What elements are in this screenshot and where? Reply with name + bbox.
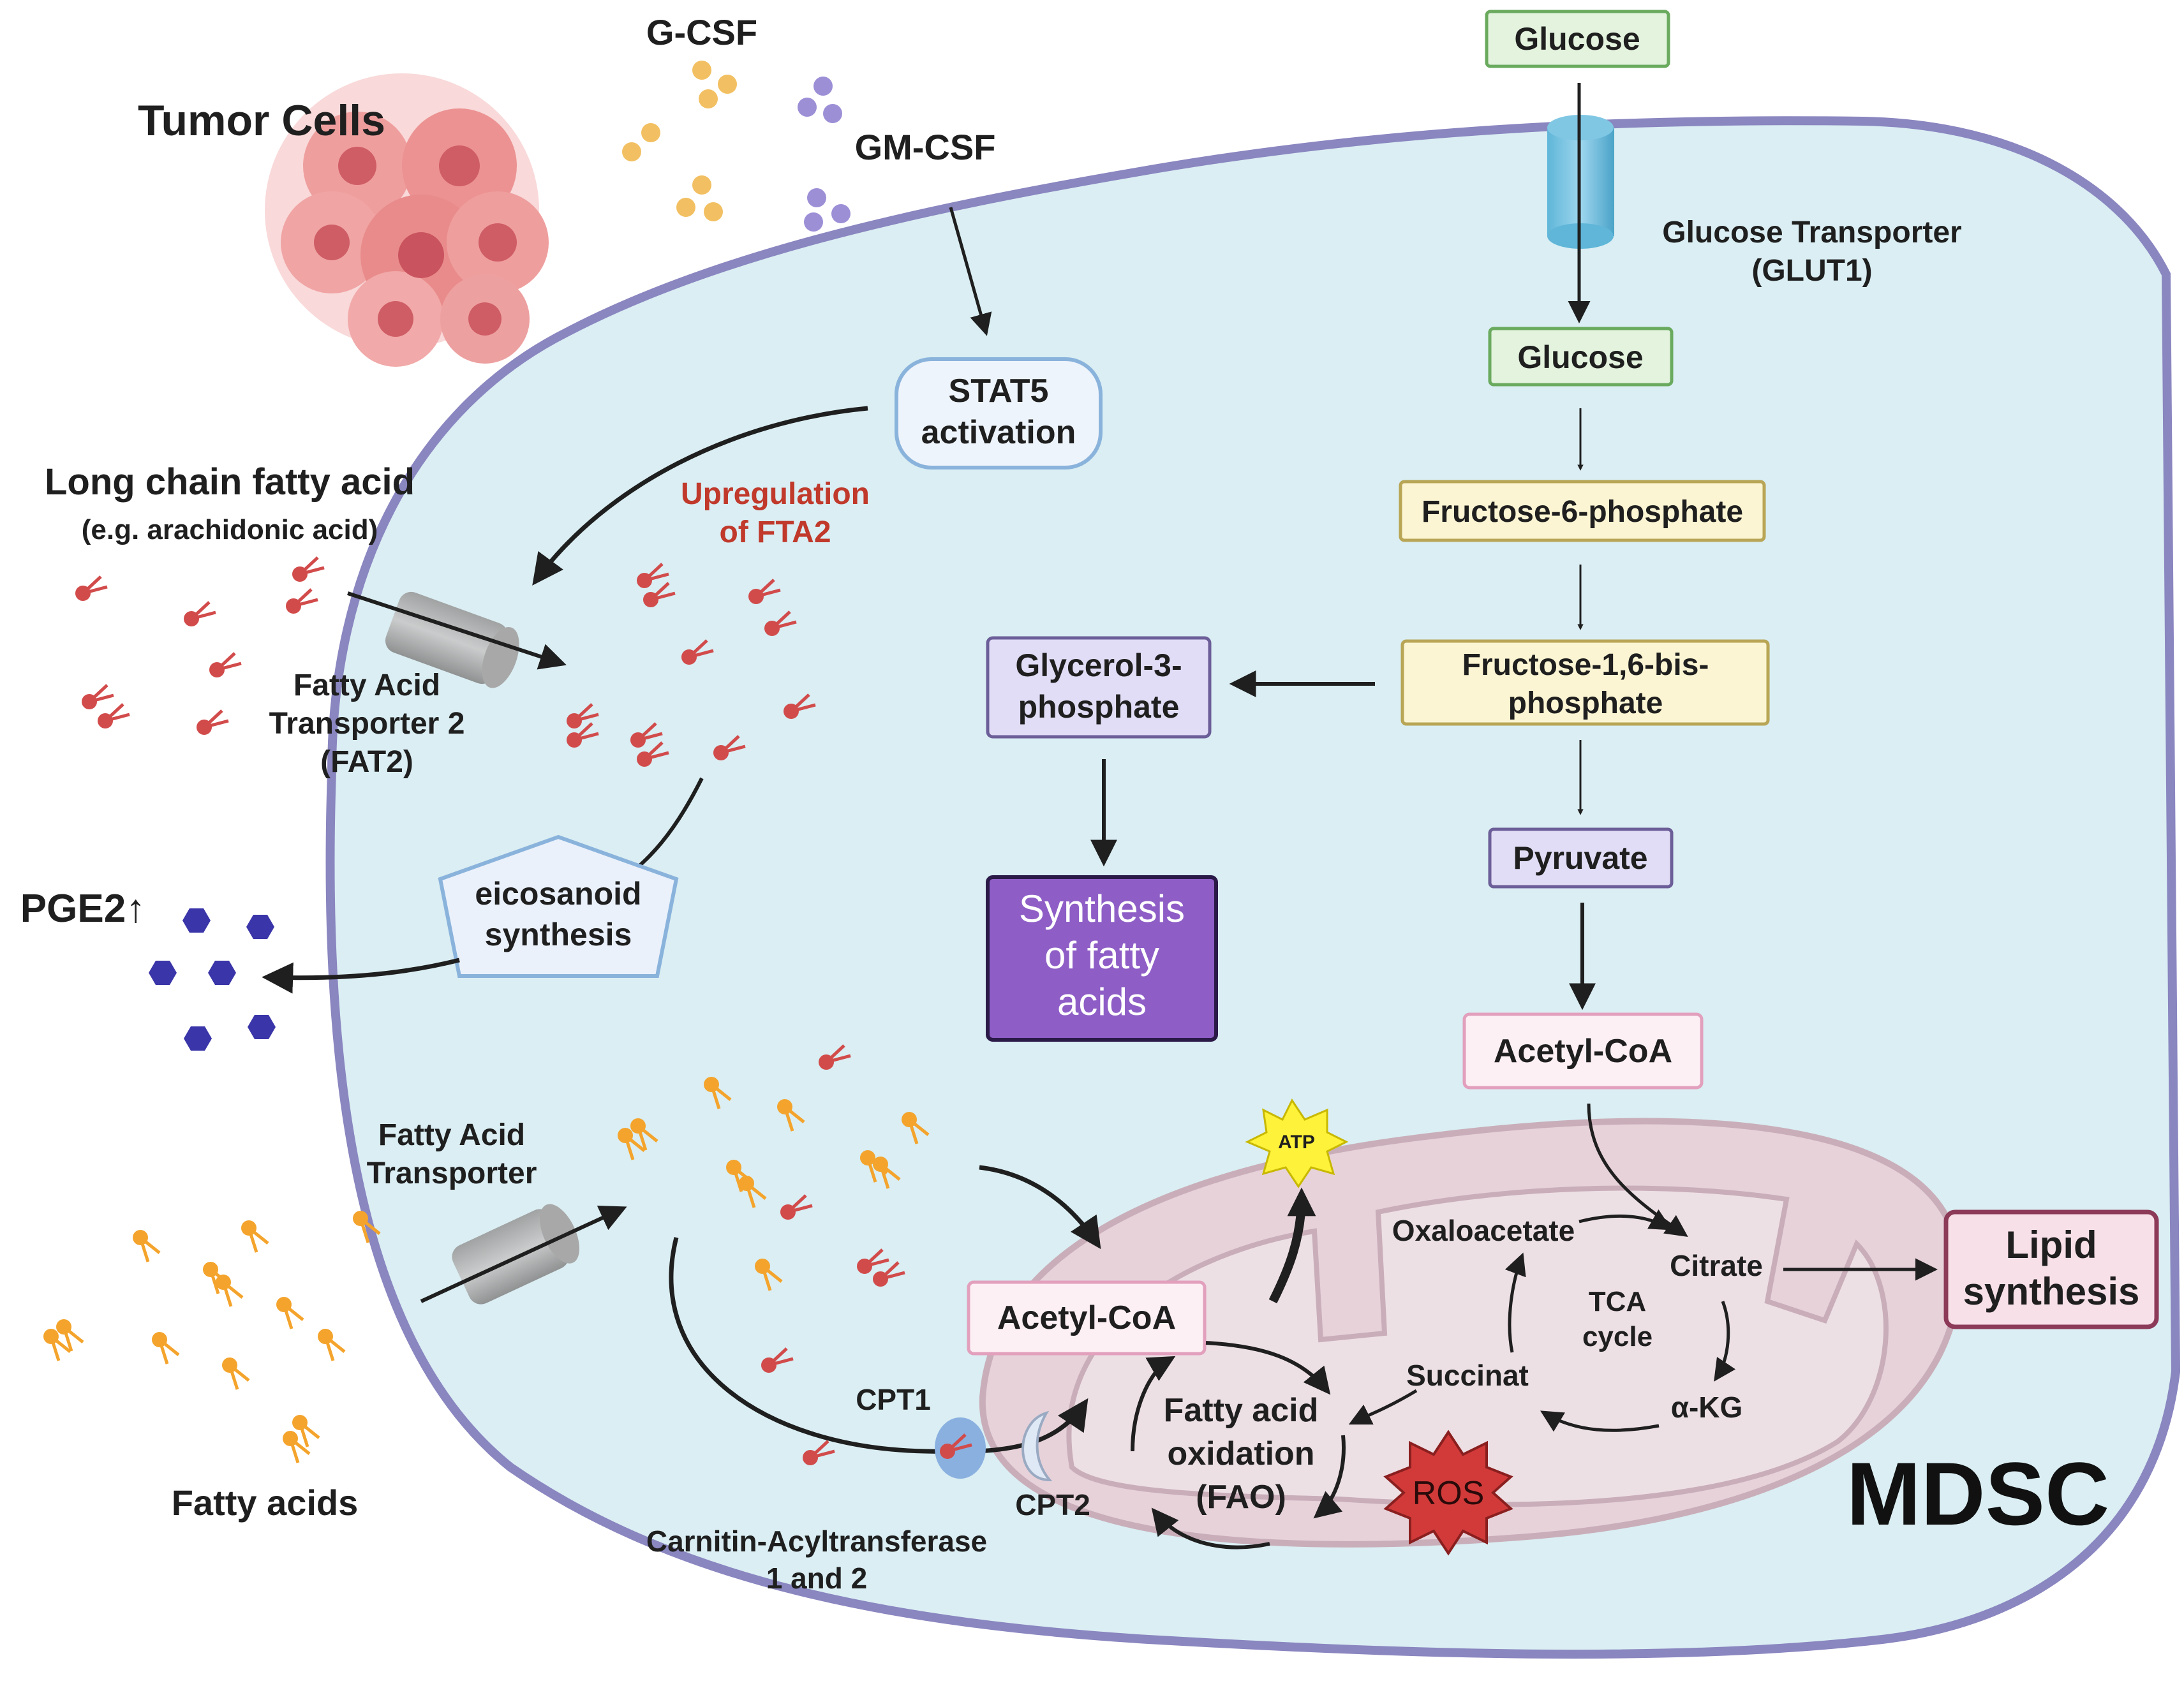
succinat-label: Succinat [1406, 1359, 1529, 1392]
acetyl-coa-mito-box [967, 1280, 1207, 1356]
long-chain-title: Long chain fatty acid [45, 461, 415, 503]
acetyl-coa-top-box [1462, 1012, 1704, 1090]
acetyl-coa-mito-label: Acetyl-CoA [997, 1299, 1176, 1336]
f16bp-line2: phosphate [1508, 686, 1663, 720]
arrow-acetyl-coa-to-fao [1205, 1341, 1331, 1395]
glucose-inside-box [1488, 327, 1674, 387]
arrow-fatty-acid-through-transporter [420, 1205, 627, 1303]
synthesis-line1: Synthesis [1019, 887, 1185, 930]
tca-line1: TCA [1589, 1286, 1646, 1317]
atp-label: ATP [1278, 1132, 1315, 1153]
arrow-acetyl-coa-to-atp [1268, 1187, 1316, 1304]
glycerol-3-phosphate-box [986, 636, 1212, 739]
citrate-label: Citrate [1670, 1249, 1763, 1282]
g-csf-label: G-CSF [646, 12, 757, 52]
lipid-synthesis-line1: Lipid [2005, 1224, 2097, 1266]
arrow-fatty-acid-to-acetyl-coa [979, 1165, 1101, 1250]
f16bp-line1: Fructose-1,6-bis- [1462, 648, 1709, 682]
synthesis-line2: of fatty [1044, 934, 1159, 977]
cpt-caption-line2: 1 and 2 [766, 1562, 868, 1595]
glut1-line2: (GLUT1) [1751, 254, 1872, 288]
glucose-inside-label: Glucose [1517, 339, 1643, 375]
fao-line1: Fatty acid [1164, 1392, 1319, 1429]
oxaloacetate-label: Oxaloacetate [1392, 1214, 1575, 1247]
ros-burst-icon: ROS [1383, 1430, 1513, 1556]
fat2-line2: Transporter 2 [269, 707, 465, 741]
tca-arrow-succinat-to-oxaloacetate [1504, 1252, 1526, 1353]
fatty-acids-outside [43, 1211, 380, 1463]
mdsc-label: MDSC [1846, 1444, 2109, 1544]
pge2-label: PGE2↑ [20, 887, 145, 931]
glucose-outside-label: Glucose [1514, 21, 1640, 57]
upregulation-line2: of FTA2 [719, 515, 831, 549]
cpt-caption-line1: Carnitin-Acyltransferase [646, 1525, 987, 1558]
tumor-cells-label: Tumor Cells [138, 96, 385, 145]
tumor-cell-cluster-icon [265, 73, 549, 367]
arrow-succinat-to-fao [1348, 1389, 1418, 1425]
cpt2-protein-icon [1021, 1410, 1053, 1482]
pyruvate-box [1488, 827, 1674, 889]
fao-line3: (FAO) [1196, 1479, 1286, 1516]
synthesis-of-fatty-acids-box [986, 875, 1218, 1042]
g-csf-particle-icon [622, 61, 737, 221]
arrow-eicosanoid-to-pge2 [262, 958, 460, 994]
fa-transporter-line1: Fatty Acid [378, 1118, 525, 1152]
fao-cycle-arrow-right [1313, 1435, 1346, 1519]
stat5-line2: activation [921, 414, 1076, 451]
tca-arrow-oxaloacetate-to-citrate [1579, 1209, 1673, 1231]
upregulation-line1: Upregulation [681, 477, 870, 511]
cpt2-label: CPT2 [1015, 1488, 1090, 1521]
arrow-csf-to-stat5 [949, 207, 992, 336]
lipid-synthesis-box [1943, 1209, 2159, 1329]
fatty-acids-label: Fatty acids [172, 1483, 359, 1523]
stat5-activation-node [895, 357, 1103, 470]
akg-label: α-KG [1671, 1391, 1743, 1424]
long-chain-example: (e.g. arachidonic acid) [82, 514, 378, 545]
fao-cycle-arrow-bottom [1151, 1507, 1270, 1549]
fao-line2: oxidation [1167, 1435, 1314, 1472]
tca-arrow-akg-to-succinat [1540, 1410, 1660, 1432]
synthesis-line3: acids [1057, 980, 1147, 1023]
acetyl-coa-top-label: Acetyl-CoA [1494, 1033, 1672, 1070]
g3p-line1: Glycerol-3- [1015, 647, 1182, 683]
g3p-line2: phosphate [1018, 689, 1180, 725]
fa-transporter-icon [452, 1204, 580, 1305]
fa-transporter-line2: Transporter [367, 1157, 537, 1190]
fructose-6-phosphate-box [1399, 480, 1766, 542]
pge2-hexagon-icon [149, 908, 276, 1051]
arrow-stat5-to-fat2 [532, 406, 868, 586]
fat2-line3: (FAT2) [320, 745, 413, 779]
atp-burst-icon: ATP [1245, 1098, 1349, 1188]
cpt1-protein-icon [935, 1417, 986, 1479]
fao-cycle-arrow-top [1131, 1356, 1176, 1452]
arrow-fatty-acid-through-fat2 [347, 591, 567, 670]
gm-csf-particle-icon [798, 77, 851, 232]
f6p-label: Fructose-6-phosphate [1422, 495, 1743, 529]
eicosanoid-line2: synthesis [485, 917, 632, 952]
tca-arrow-citrate-to-akg [1714, 1301, 1736, 1382]
stat5-line1: STAT5 [949, 373, 1049, 410]
fat2-line1: Fatty Acid [293, 669, 440, 702]
gm-csf-label: GM-CSF [855, 127, 996, 167]
pyruvate-label: Pyruvate [1513, 840, 1647, 876]
ros-label: ROS [1413, 1475, 1485, 1512]
lipid-synthesis-line2: synthesis [1963, 1270, 2140, 1313]
eicosanoid-line1: eicosanoid [475, 876, 641, 912]
cpt1-label: CPT1 [856, 1383, 931, 1416]
mitochondrion-icon [979, 1118, 1963, 1548]
fructose-1-6-bisphosphate-box [1400, 639, 1770, 726]
tca-line2: cycle [1582, 1321, 1653, 1352]
eicosanoid-synthesis-node [438, 834, 679, 978]
glucose-outside-box [1485, 10, 1670, 68]
glut1-line1: Glucose Transporter [1662, 216, 1961, 249]
